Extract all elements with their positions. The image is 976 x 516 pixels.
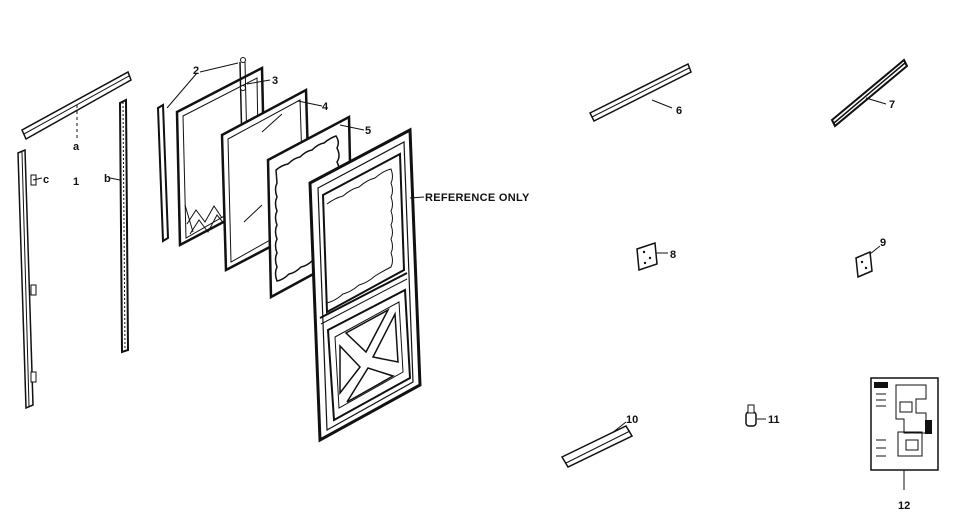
label-part-6: 6 [676, 105, 682, 117]
door-frame-reference [308, 127, 422, 443]
plate-part-9 [855, 245, 881, 279]
expander-strip [156, 103, 170, 243]
instruction-sheet-part-12 [870, 377, 939, 490]
plate-part-8 [636, 241, 668, 272]
header-rail-part-a [21, 70, 132, 141]
label-c: c [43, 174, 49, 186]
label-part-10: 10 [626, 414, 638, 426]
label-part-1: 1 [73, 176, 79, 188]
reference-only-label: REFERENCE ONLY [425, 192, 530, 204]
label-part-9: 9 [880, 237, 886, 249]
label-part-11: 11 [768, 414, 780, 426]
label-part-7: 7 [889, 99, 895, 111]
leader-lines-left [32, 62, 425, 199]
side-jamb-part-c [17, 148, 37, 410]
label-b: b [104, 173, 111, 185]
cap-part-11 [745, 404, 766, 427]
label-a: a [73, 141, 80, 153]
label-part-2: 2 [193, 65, 199, 77]
sweep-bar-part-10 [560, 421, 634, 468]
label-part-3: 3 [272, 75, 278, 87]
label-part-4: 4 [322, 101, 329, 113]
label-part-5: 5 [365, 125, 371, 137]
label-part-8: 8 [670, 249, 676, 261]
top-rail-part-6 [588, 62, 692, 123]
weatherstrip-part-7 [830, 58, 909, 128]
label-part-12: 12 [898, 500, 910, 512]
side-jamb-part-b [118, 98, 130, 354]
